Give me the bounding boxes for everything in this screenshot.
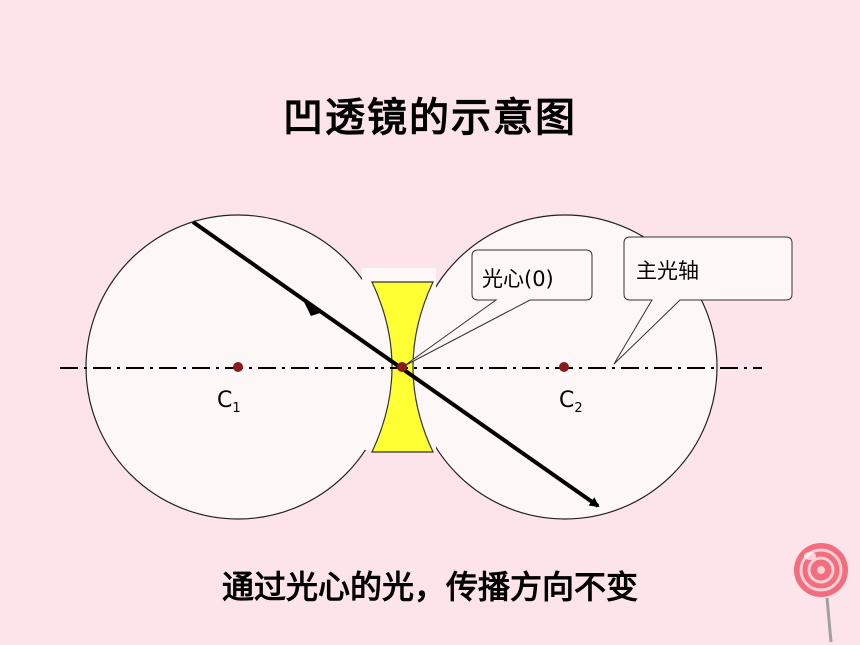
light-ray xyxy=(191,220,600,508)
label-c2-sub: 2 xyxy=(574,401,582,416)
label-c1-letter: C xyxy=(217,388,232,413)
page-title: 凹透镜的示意图 xyxy=(283,95,577,141)
label-c1: C1 xyxy=(217,388,241,416)
callout-principal-axis-text: 主光轴 xyxy=(636,259,699,283)
caption-text: 通过光心的光，传播方向不变 xyxy=(221,568,638,606)
lollipop-icon xyxy=(794,543,848,643)
label-c1-sub: 1 xyxy=(232,401,240,416)
label-c2-letter: C xyxy=(559,388,574,413)
ray-mid-arrow-icon xyxy=(303,300,323,316)
point-c2 xyxy=(559,362,569,372)
label-c2: C2 xyxy=(559,388,583,416)
callout-optical-center-text: 光心(0) xyxy=(482,267,554,291)
point-c1 xyxy=(233,362,243,372)
optical-center-point xyxy=(397,362,407,372)
callout-principal-axis xyxy=(613,236,793,365)
callout-optical-center xyxy=(403,249,593,367)
